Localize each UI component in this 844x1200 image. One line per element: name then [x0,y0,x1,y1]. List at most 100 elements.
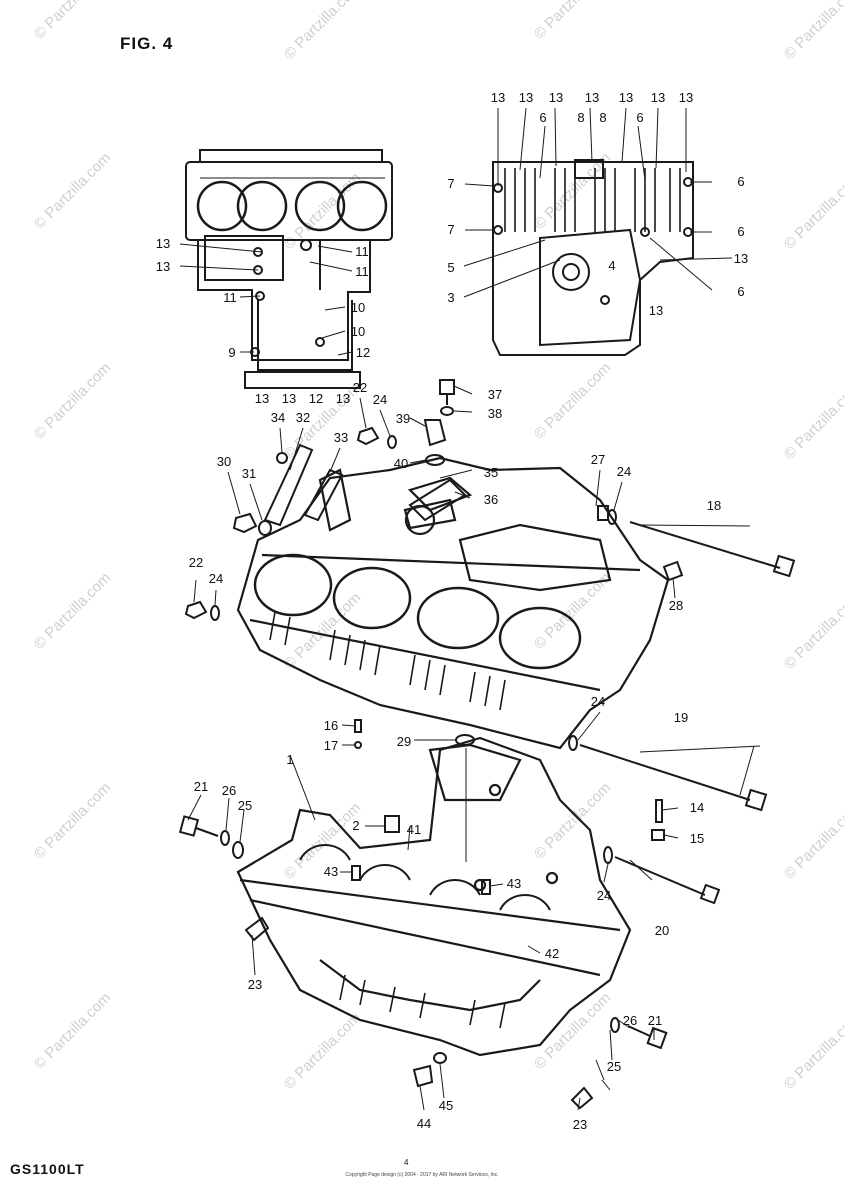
watermark-text: © Partzilla.com [281,589,364,672]
callout-13: 13 [156,236,170,251]
callout-18: 18 [707,498,721,513]
callout-6: 6 [636,110,643,125]
callout-3: 3 [447,290,454,305]
callout-27: 27 [591,452,605,467]
callout-11: 11 [355,264,369,279]
watermark-text: © Partzilla.com [31,0,114,43]
watermark-text: © Partzilla.com [281,0,364,63]
watermark-text: © Partzilla.com [531,0,614,43]
lower-crankcase [236,736,632,1057]
callout-20: 20 [655,923,669,938]
callout-10: 10 [351,324,365,339]
callout-24: 24 [597,888,611,903]
callout-8: 8 [599,110,606,125]
callout-25: 25 [607,1059,621,1074]
watermark-text: © Partzilla.com [31,359,114,442]
callout-12: 12 [356,345,370,360]
callout-39: 39 [396,411,410,426]
page-number: 4 [404,1158,409,1167]
watermark-text: © Partzilla.com [31,989,114,1072]
callout-13: 13 [734,251,748,266]
figure-title: FIG. 4 [120,34,174,53]
callout-13: 13 [255,391,269,406]
callout-45: 45 [439,1098,453,1113]
callout-37: 37 [488,387,502,402]
watermark-text: © Partzilla.com [531,359,614,442]
callout-15: 15 [690,831,704,846]
watermark-text: © Partzilla.com [281,1009,364,1092]
watermark-text: © Partzilla.com [31,779,114,862]
callout-30: 30 [217,454,231,469]
callout-24: 24 [617,464,631,479]
callout-13: 13 [679,90,693,105]
callout-11: 11 [223,290,237,305]
callout-7: 7 [447,222,454,237]
callout-24: 24 [209,571,223,586]
callout-17: 17 [324,738,338,753]
watermark-text: © Partzilla.com [31,149,114,232]
callout-6: 6 [737,174,744,189]
callout-13: 13 [282,391,296,406]
watermark-text: © Partzilla.com [31,569,114,652]
callout-9: 9 [228,345,235,360]
watermark-text: © Partzilla.com [781,379,844,462]
callout-13: 13 [519,90,533,105]
inset-upper-case-view [185,149,393,389]
callout-41: 41 [407,822,421,837]
callout-25: 25 [238,798,252,813]
callout-35: 35 [484,465,498,480]
callout-21: 21 [648,1013,662,1028]
callout-24: 24 [373,392,387,407]
callout-32: 32 [296,410,310,425]
callout-23: 23 [573,1117,587,1132]
callout-labels: 13 13 11 11 11 10 10 9 12 13 13 12 13 13… [156,90,748,1132]
callout-22: 22 [189,555,203,570]
callout-14: 14 [690,800,704,815]
callout-24: 24 [591,694,605,709]
model-code: GS1100LT [10,1161,85,1177]
watermark-text: © Partzilla.com [781,0,844,63]
inset-lower-case-view [492,159,694,356]
callout-34: 34 [271,410,285,425]
callout-5: 5 [447,260,454,275]
callout-11: 11 [355,244,369,259]
watermark-text: © Partzilla.com [531,779,614,862]
callout-8: 8 [577,110,584,125]
callout-13: 13 [491,90,505,105]
callout-1: 1 [286,752,293,767]
callout-40: 40 [394,456,408,471]
watermark-layer: © Partzilla.com © Partzilla.com © Partzill… [31,0,844,1093]
callout-7: 7 [447,176,454,191]
callout-31: 31 [242,466,256,481]
callout-42: 42 [545,946,559,961]
callout-6: 6 [539,110,546,125]
callout-12: 12 [309,391,323,406]
watermark-text: © Partzilla.com [781,799,844,882]
callout-13: 13 [649,303,663,318]
watermark-text: © Partzilla.com [781,589,844,672]
callout-38: 38 [488,406,502,421]
watermark-text: © Partzilla.com [781,169,844,252]
callout-28: 28 [669,598,683,613]
callout-19: 19 [674,710,688,725]
callout-21: 21 [194,779,208,794]
copyright-note: Copyright Page design (c) 2004 - 2017 by… [345,1172,499,1178]
callout-43: 43 [507,876,521,891]
callout-43: 43 [324,864,338,879]
callout-13: 13 [651,90,665,105]
callout-6: 6 [737,284,744,299]
callout-13: 13 [619,90,633,105]
leader-lines [179,107,761,1111]
callout-10: 10 [351,300,365,315]
callout-22: 22 [353,380,367,395]
callout-13: 13 [336,391,350,406]
callout-13: 13 [156,259,170,274]
watermark-text: © Partzilla.com [531,989,614,1072]
callout-44: 44 [417,1116,431,1131]
callout-13: 13 [585,90,599,105]
callout-26: 26 [222,783,236,798]
callout-29: 29 [397,734,411,749]
callout-2: 2 [352,818,359,833]
